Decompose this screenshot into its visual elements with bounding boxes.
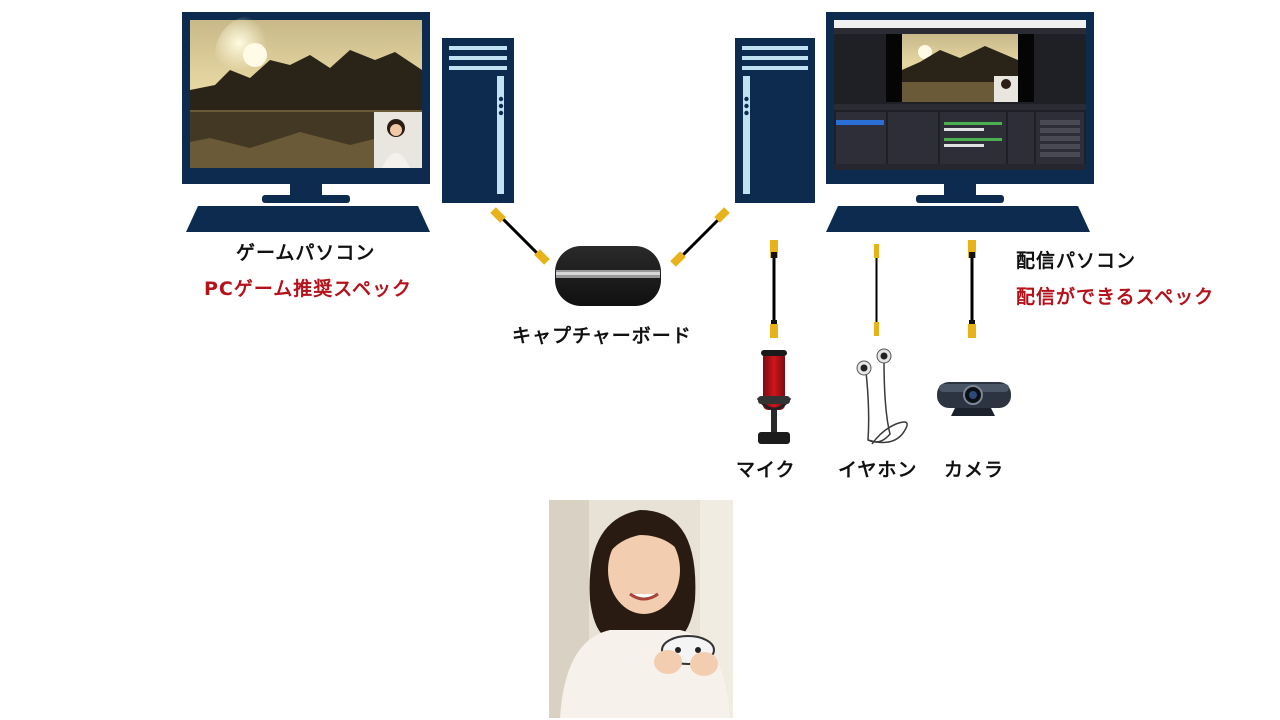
- cable-camera-icon: [968, 240, 976, 338]
- streaming-pc-spec-label: 配信ができるスペック: [1016, 286, 1215, 308]
- capture-board-label: キャプチャーボード: [512, 325, 692, 347]
- streaming-pc-tower-icon: [735, 38, 815, 203]
- gaming-monitor-icon: [182, 12, 430, 203]
- cable-gaming-to-capture-icon: [490, 207, 550, 265]
- cable-capture-to-streaming-icon: [670, 207, 730, 267]
- gamer-photo-icon: [549, 500, 733, 718]
- gaming-pc-label: ゲームパソコン: [236, 242, 376, 264]
- gaming-keyboard-icon: [186, 206, 430, 232]
- streaming-monitor-icon: [826, 12, 1094, 203]
- gaming-pc-spec-label: PCゲーム推奨スペック: [204, 278, 412, 300]
- cable-mic-icon: [770, 240, 778, 338]
- gaming-pc-tower-icon: [442, 38, 514, 203]
- mic-label: マイク: [736, 459, 796, 481]
- earphones-icon: [856, 348, 908, 445]
- earphones-label: イヤホン: [838, 459, 918, 481]
- capture-board-icon: [555, 246, 661, 306]
- cable-earphones-icon: [874, 244, 879, 336]
- camera-label: カメラ: [944, 459, 1005, 481]
- streaming-pc-label: 配信パソコン: [1016, 250, 1137, 272]
- microphone-icon: [756, 350, 792, 444]
- streaming-keyboard-icon: [826, 206, 1090, 232]
- obs-preview-icon: [886, 34, 1034, 102]
- streamer-inset-image: [374, 112, 422, 168]
- webcam-icon: [937, 382, 1011, 416]
